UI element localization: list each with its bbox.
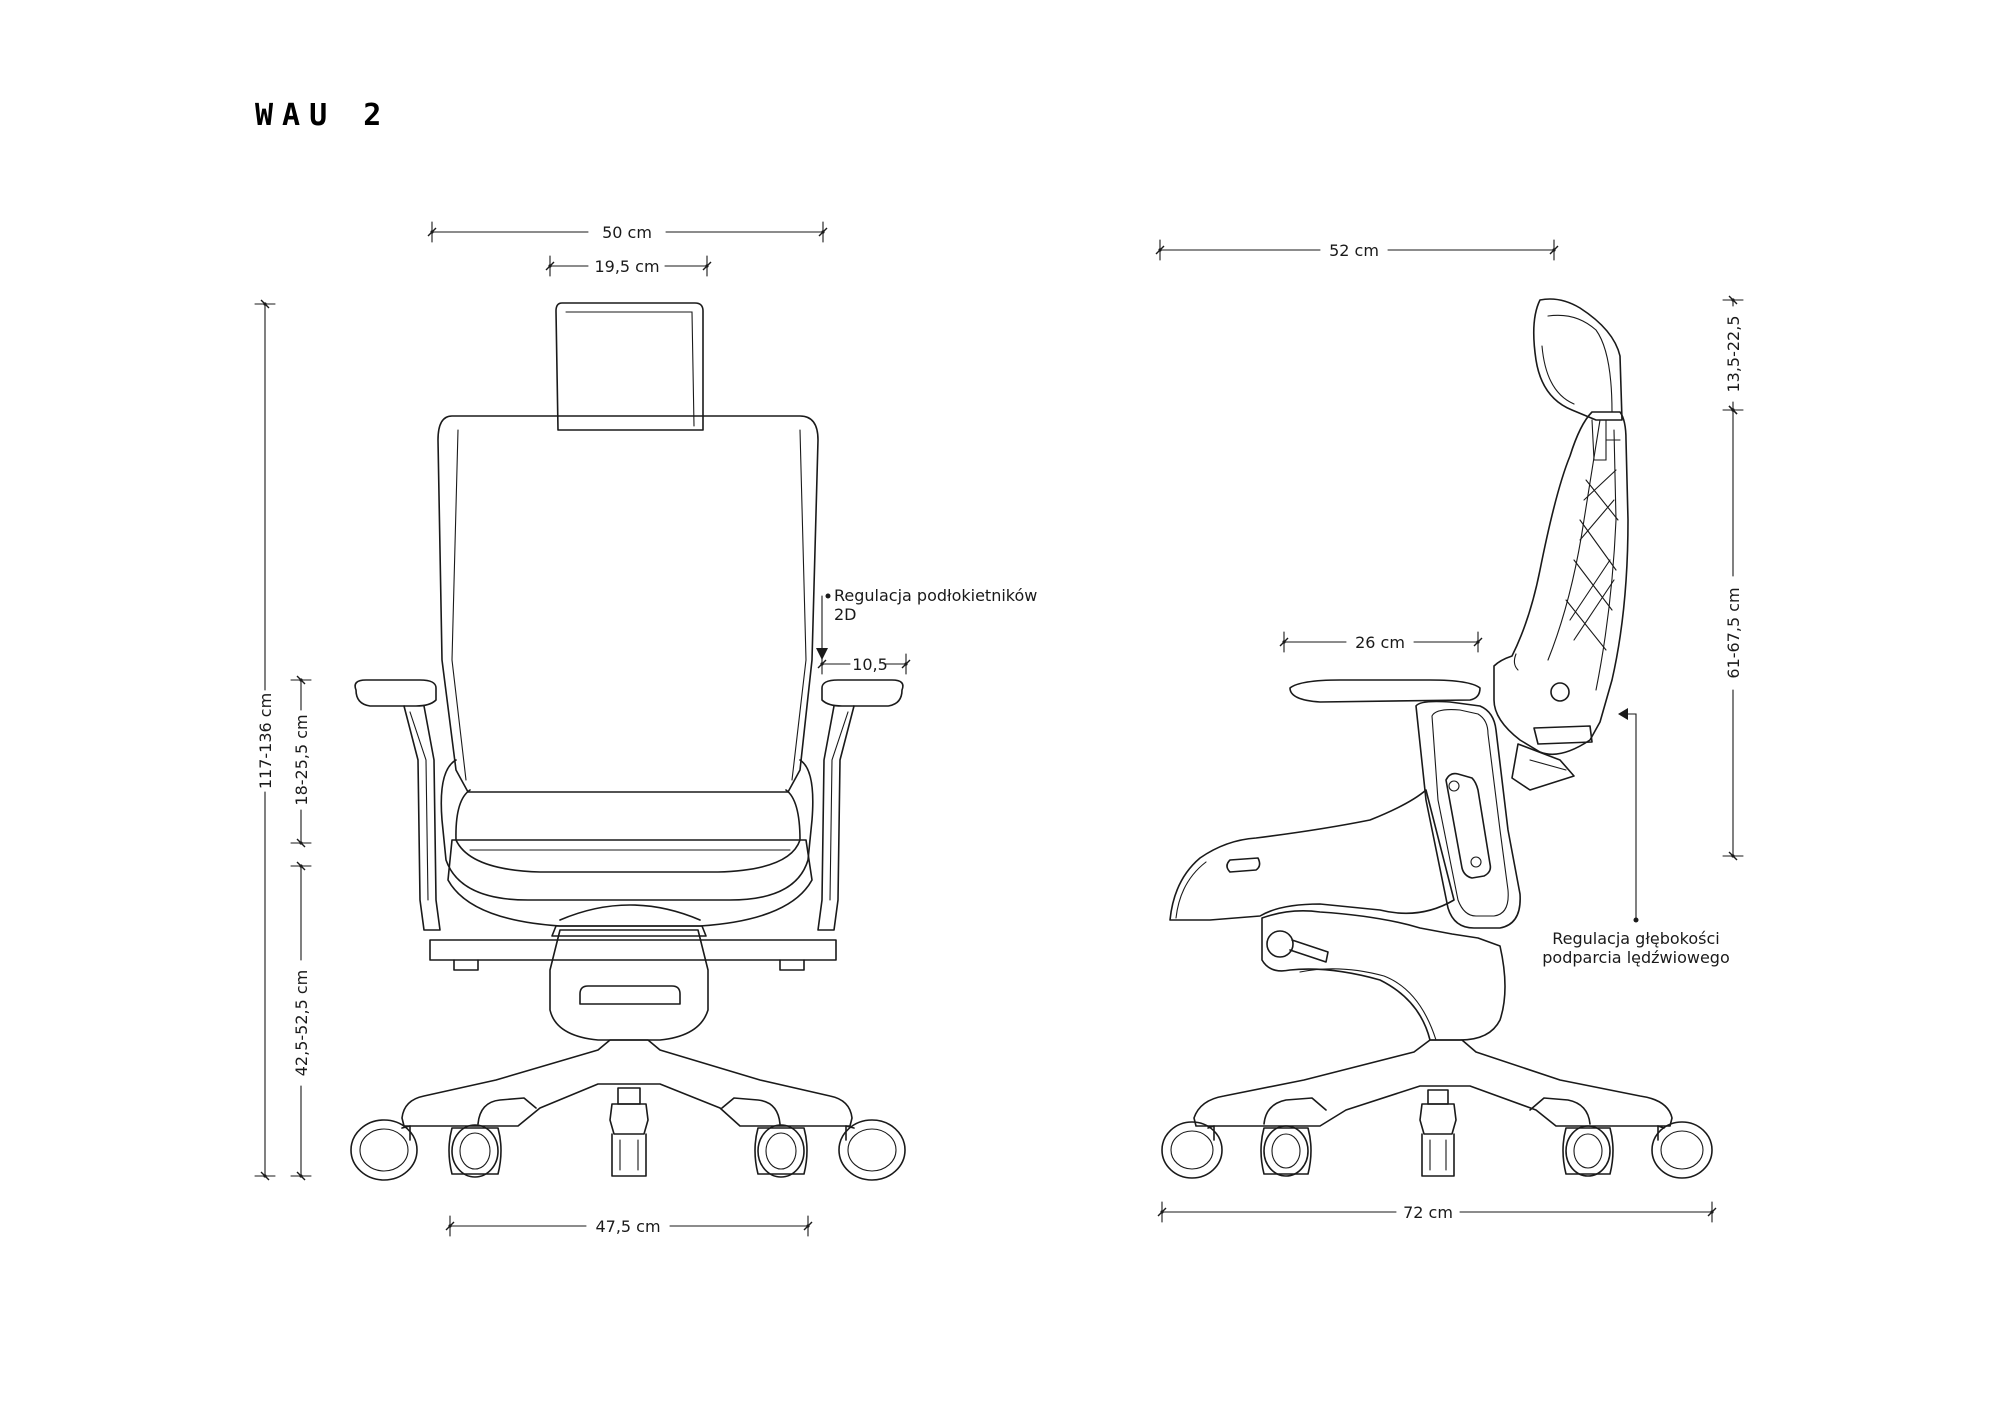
chair-front-drawing (350, 302, 906, 1181)
side-armrest-pad (1289, 679, 1481, 703)
caster-4 (754, 1124, 808, 1178)
caster-2 (448, 1124, 502, 1178)
side-armrest-support (1415, 700, 1521, 929)
side-view: 52 cm 26 cm 13,5-22,5 61-67,5 cm (1155, 239, 1744, 1223)
caster-5 (838, 1119, 906, 1181)
overall-width-label: 50 cm (602, 223, 652, 242)
lumbar-adjustment-callout: Regulacja głębokości podparcia lędźwiowe… (1542, 708, 1730, 967)
backrest-range-label: 61-67,5 cm (1724, 587, 1743, 678)
front-view: 50 cm 19,5 cm 117-136 cm 18-25,5 cm (254, 221, 1037, 1237)
side-caster-2 (1260, 1125, 1312, 1177)
seat-height-label: 42,5-52,5 cm (292, 970, 311, 1077)
lumbar-adjust-text-1: Regulacja głębokości (1552, 929, 1719, 948)
armrest-offset-label: 10,5 (852, 655, 888, 674)
dim-headrest-width: 19,5 cm (545, 255, 712, 277)
gas-lift-housing (549, 929, 709, 1041)
side-mechanism (1261, 910, 1506, 1041)
seat-depth-label: 26 cm (1355, 633, 1405, 652)
side-headrest (1532, 298, 1623, 421)
base-width-label: 47,5 cm (595, 1217, 660, 1236)
star-base (401, 1039, 853, 1127)
chair-side-drawing (1161, 298, 1713, 1179)
side-backrest (1493, 411, 1629, 756)
armrest-height-label: 18-25,5 cm (292, 714, 311, 805)
dim-backrest-range: 61-67,5 cm (1722, 405, 1744, 861)
caster-3 (609, 1103, 649, 1177)
headrest (555, 302, 704, 431)
dim-armrest-height: 18-25,5 cm (290, 675, 312, 848)
dim-depth: 52 cm (1155, 239, 1559, 261)
side-seat (1169, 789, 1455, 921)
total-height-label: 117-136 cm (256, 693, 275, 789)
seat (447, 839, 813, 927)
side-caster-3 (1419, 1103, 1457, 1177)
lumbar-adjust-text-2: podparcia lędźwiowego (1542, 948, 1729, 967)
side-caster-4 (1562, 1125, 1614, 1177)
side-caster-1 (1161, 1121, 1223, 1179)
headrest-width-label: 19,5 cm (594, 257, 659, 276)
tilt-knob (1266, 930, 1294, 958)
headrest-range-label: 13,5-22,5 (1724, 315, 1743, 392)
left-armrest-pad (354, 679, 437, 707)
armrest-adjust-text-1: Regulacja podłokietników (834, 586, 1037, 605)
side-star-base (1193, 1039, 1673, 1127)
product-title: WAU 2 (255, 98, 390, 133)
dim-total-height: 117-136 cm (254, 299, 276, 1181)
caster-1 (350, 1119, 418, 1181)
depth-label: 52 cm (1329, 241, 1379, 260)
dim-seat-height: 42,5-52,5 cm (290, 861, 312, 1181)
dim-overall-width: 50 cm (427, 221, 828, 243)
armrest-adjust-text-2: 2D (834, 605, 857, 624)
right-armrest-pad (821, 679, 904, 707)
dim-base-width: 47,5 cm (445, 1215, 813, 1237)
backrest (437, 415, 819, 793)
dim-headrest-range: 13,5-22,5 (1722, 295, 1744, 415)
armrest-adjustment-callout: Regulacja podłokietników 2D 10,5 (816, 586, 1037, 675)
dim-base-depth: 72 cm (1157, 1201, 1717, 1223)
side-caster-5 (1651, 1121, 1713, 1179)
dim-seat-depth: 26 cm (1279, 631, 1483, 653)
base-depth-label: 72 cm (1403, 1203, 1453, 1222)
